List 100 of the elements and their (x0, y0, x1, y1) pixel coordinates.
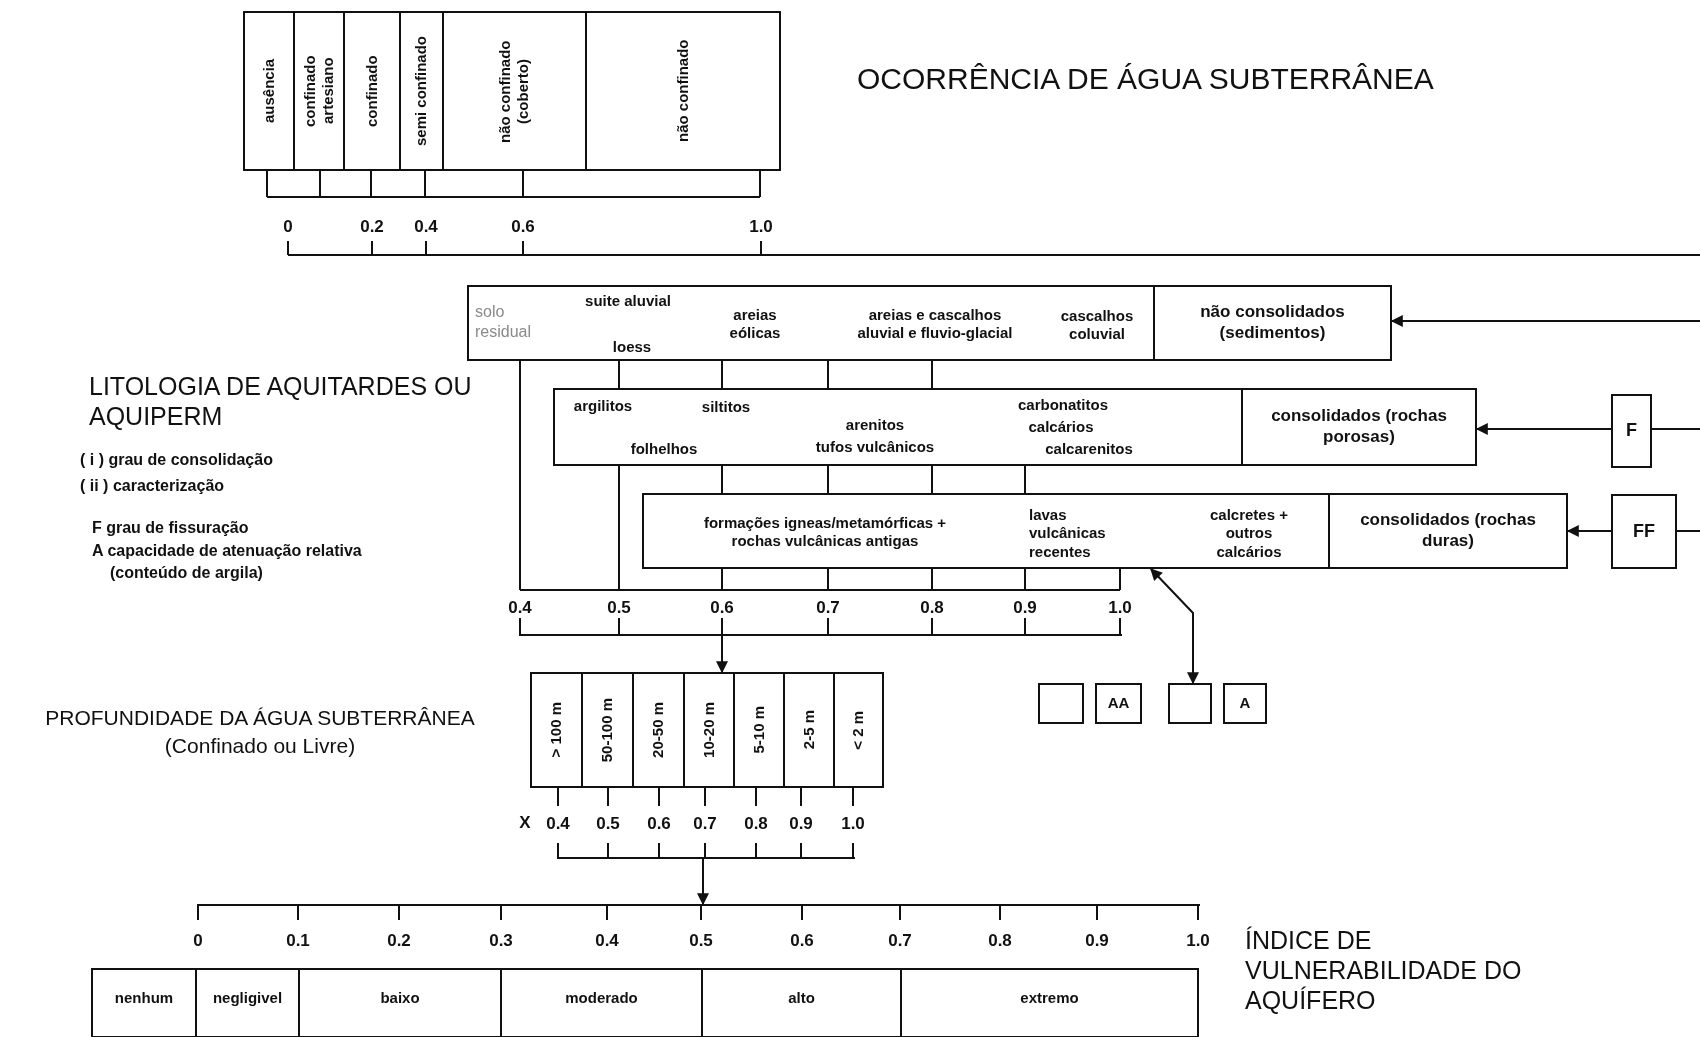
lithology-row (642, 493, 1330, 569)
depth-column (733, 672, 785, 788)
scale-number: 0.8 (920, 598, 944, 618)
scale-number: 1.0 (841, 814, 865, 834)
scale-number: 0.4 (414, 217, 438, 237)
aquifer-type-column (585, 11, 781, 171)
depth-range-text: > 100 m (547, 702, 566, 758)
arrow (1390, 315, 1700, 327)
scale-number: 0.3 (489, 931, 513, 951)
vulnerability-class-box (900, 968, 1199, 1037)
key-note: ( i ) grau de consolidação (80, 451, 273, 469)
vulnerability-class-text: alto (788, 988, 815, 1008)
scale-number: 1.0 (1186, 931, 1210, 951)
key-note: ( ii ) caracterização (80, 477, 225, 495)
lithology-text: calcários (1028, 417, 1094, 437)
depth-range-text: 2-5 m (799, 710, 818, 750)
attenuation-box (1223, 683, 1267, 724)
depth-column (632, 672, 685, 788)
lithology-text: folhelhos (630, 439, 698, 459)
lithology-text: loess (612, 337, 652, 357)
vulnerability-class-box (298, 968, 502, 1037)
section-heading: (Confinado ou Livre) (164, 734, 356, 758)
vulnerability-class-text: moderado (565, 988, 638, 1008)
depth-column (683, 672, 735, 788)
depth-range-text: 50-100 m (598, 697, 617, 763)
scale-number: 0.7 (816, 598, 840, 618)
vulnerability-class-text: baixo (380, 988, 420, 1008)
vulnerability-class-box (701, 968, 902, 1037)
scale-number: 0.8 (988, 931, 1012, 951)
lithology-row (467, 285, 1155, 361)
scale-number: 0.6 (790, 931, 814, 951)
aquifer-type-text: confinado artesiano (300, 54, 337, 129)
attenuation-code: AA (1107, 694, 1130, 713)
diagram-title: OCORRÊNCIA DE ÁGUA SUBTERRÂNEA (857, 62, 1434, 96)
scale-number: 0.6 (511, 217, 535, 237)
scale-number: 0.2 (387, 931, 411, 951)
attenuation-code: A (1239, 694, 1251, 713)
lithology-text: areias eólicas (728, 305, 782, 343)
lithology-text: lavas vulcânicas recentes (1029, 505, 1107, 561)
depth-column (581, 672, 634, 788)
key-note: A capacidade de atenuação relativa (conteúdo de argila) (92, 541, 363, 584)
lithology-text: arenitos (845, 415, 905, 435)
scale-number: 0.7 (693, 814, 717, 834)
vulnerability-class-box (195, 968, 300, 1037)
section-heading: PROFUNDIDADE DA ÁGUA SUBTERRÂNEA (45, 706, 475, 730)
scale-number: 0.5 (596, 814, 620, 834)
connector-line (1676, 530, 1700, 532)
aquifer-type-text: semi confinado (412, 35, 431, 148)
lithology-text: cascalhos coluvial (1059, 306, 1135, 344)
scale-number: 0.6 (710, 598, 734, 618)
consolidation-class-text: consolidados (rochas porosas) (1270, 406, 1448, 448)
scale-number: 0.6 (647, 814, 671, 834)
depth-range-text: 20-50 m (649, 702, 668, 758)
aquifer-type-column (399, 11, 444, 171)
vulnerability-class-text: negligivel (212, 988, 283, 1008)
lithology-text: calcarenitos (1045, 439, 1133, 459)
empty-box (1038, 683, 1084, 724)
vulnerability-class-box (500, 968, 703, 1037)
arrow (697, 858, 709, 906)
scale-number: X (519, 813, 531, 833)
scale-number: 0 (283, 217, 293, 237)
aquifer-type-column (442, 11, 587, 171)
arrow (716, 635, 728, 674)
lithology-text: formações igneas/metamórficas + rochas vulcânicas antigas (702, 513, 948, 551)
scale-number: 0.2 (360, 217, 384, 237)
lithology-text: areias e cascalhos aluvial e fluvio-glacial (856, 305, 1014, 343)
empty-box (1168, 683, 1212, 724)
scale-number: 1.0 (1108, 598, 1132, 618)
depth-range-text: < 2 m (849, 710, 868, 750)
scale-number: 0.9 (1085, 931, 1109, 951)
scale-bar (519, 618, 1122, 636)
consolidation-class-box (1153, 285, 1392, 361)
consolidation-class-box (1328, 493, 1568, 569)
aquifer-type-column (343, 11, 401, 171)
consolidation-class-text: não consolidados (sedimentos) (1199, 302, 1346, 344)
key-note: F grau de fissuração (92, 519, 249, 537)
lithology-text: tufos vulcânicos (815, 437, 935, 457)
fissuring-code: FF (1633, 520, 1655, 543)
scale-number: 0.1 (286, 931, 310, 951)
scale-bar (197, 904, 1200, 920)
connector-line (1651, 428, 1700, 430)
scale-number: 0.5 (689, 931, 713, 951)
scale-number: 0.4 (546, 814, 570, 834)
arrow (1475, 423, 1612, 435)
consolidation-class-box (1241, 388, 1477, 466)
lithology-text: carbonatitos (1018, 395, 1108, 415)
section-heading: LITOLOGIA DE AQUITARDES OU AQUIPERM (89, 371, 473, 431)
aquifer-type-text: não confinado (coberto) (496, 38, 533, 145)
aquifer-type-column (243, 11, 295, 171)
depth-column (833, 672, 884, 788)
arrow (1150, 568, 1199, 685)
fissuring-code: F (1626, 420, 1637, 442)
aquifer-type-column (293, 11, 345, 171)
scale-number: 0.9 (789, 814, 813, 834)
lithology-row (553, 388, 1243, 466)
scale-number: 0.8 (744, 814, 768, 834)
scale-bar (557, 843, 855, 859)
vulnerability-class-text: extremo (1020, 988, 1079, 1008)
lithology-text: solo residual (475, 302, 533, 342)
arrow (1566, 525, 1612, 537)
